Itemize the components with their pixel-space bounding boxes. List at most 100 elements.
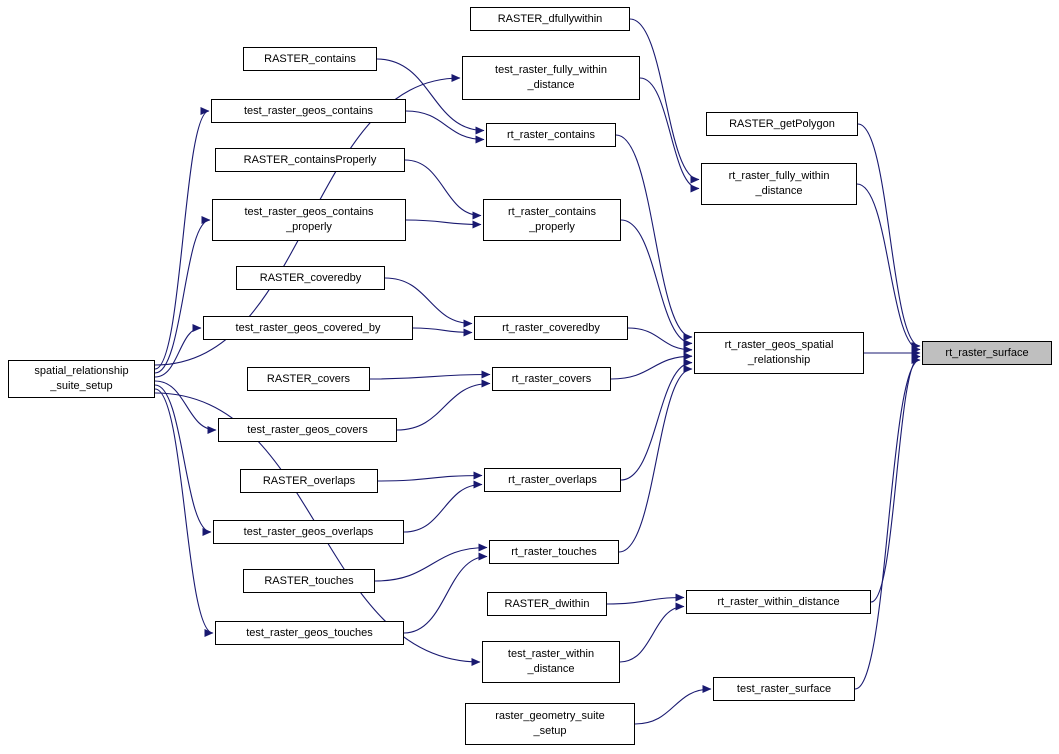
node-rt_raster_overlaps[interactable]: rt_raster_overlaps: [484, 468, 621, 492]
edge-spatial_relationship_suite_setup-to-test_raster_geos_contains: [154, 107, 210, 370]
node-raster_geometry_suite_setup[interactable]: raster_geometry_suite _setup: [465, 703, 635, 745]
edge-RASTER_dwithin-to-rt_raster_within_distance: [606, 593, 685, 605]
node-RASTER_getPolygon[interactable]: RASTER_getPolygon: [706, 112, 858, 136]
edge-test_raster_geos_contains-to-rt_raster_contains: [405, 110, 485, 144]
node-label-line: RASTER_contains: [264, 52, 356, 65]
node-rt_raster_fully_within_distance[interactable]: rt_raster_fully_within _distance: [701, 163, 857, 205]
edge-RASTER_containsProperly-to-rt_raster_contains_properly: [404, 159, 482, 220]
node-label-line: RASTER_touches: [264, 574, 354, 587]
node-RASTER_dwithin[interactable]: RASTER_dwithin: [487, 592, 607, 616]
node-label-line: RASTER_coveredby: [259, 271, 362, 284]
node-label-line: test_raster_geos_covered_by: [235, 321, 381, 334]
edge-rt_raster_fully_within_distance-to-rt_raster_surface: [856, 183, 921, 354]
edge-test_raster_geos_touches-to-rt_raster_touches: [403, 552, 488, 634]
node-label-line: _suite_setup: [50, 380, 113, 392]
node-label-line: test_raster_fully_within: [495, 64, 607, 77]
node-rt_raster_contains_properly[interactable]: rt_raster_contains _properly: [483, 199, 621, 241]
node-rt_raster_geos_spatial_relationship[interactable]: rt_raster_geos_spatial _relationship: [694, 332, 864, 374]
node-label-line: test_raster_geos_contains: [243, 104, 374, 117]
node-test_raster_geos_contains[interactable]: test_raster_geos_contains: [211, 99, 406, 123]
node-label-line: RASTER_containsProperly: [243, 153, 377, 166]
node-test_raster_geos_covers[interactable]: test_raster_geos_covers: [218, 418, 397, 442]
node-RASTER_coveredby[interactable]: RASTER_coveredby: [236, 266, 385, 290]
node-test_raster_within_distance[interactable]: test_raster_within _distance: [482, 641, 620, 683]
node-rt_raster_touches[interactable]: rt_raster_touches: [489, 540, 619, 564]
node-label-line: rt_raster_touches: [511, 545, 597, 558]
node-label-line: rt_raster_contains: [506, 128, 596, 141]
edge-test_raster_surface-to-rt_raster_surface: [854, 356, 921, 690]
node-RASTER_containsProperly[interactable]: RASTER_containsProperly: [215, 148, 405, 172]
node-test_raster_geos_touches[interactable]: test_raster_geos_touches: [215, 621, 404, 645]
node-test_raster_surface[interactable]: test_raster_surface: [713, 677, 855, 701]
node-label-line: test_raster_geos_covers: [247, 423, 368, 436]
node-label-line: test_raster_surface: [736, 682, 832, 695]
edge-rt_raster_covers-to-rt_raster_geos_spatial_relationship: [610, 352, 693, 380]
edge-raster_geometry_suite_setup-to-test_raster_surface: [634, 685, 712, 725]
node-label-line: rt_raster_contains: [507, 206, 597, 219]
node-label-line: RASTER_covers: [266, 372, 351, 385]
node-rt_raster_coveredby[interactable]: rt_raster_coveredby: [474, 316, 628, 340]
edge-test_raster_geos_covered_by-to-rt_raster_coveredby: [412, 327, 473, 337]
node-label-line: test_raster_within: [507, 648, 595, 661]
node-test_raster_geos_covered_by[interactable]: test_raster_geos_covered_by: [203, 316, 413, 340]
edge-rt_raster_contains_properly-to-rt_raster_geos_spatial_relationship: [620, 219, 693, 348]
edge-spatial_relationship_suite_setup-to-test_raster_geos_touches: [154, 388, 214, 637]
node-label-line: test_raster_geos_contains: [244, 206, 374, 219]
edge-rt_raster_coveredby-to-rt_raster_geos_spatial_relationship: [627, 327, 693, 354]
edge-test_raster_geos_covers-to-rt_raster_covers: [396, 379, 491, 431]
edge-RASTER_getPolygon-to-rt_raster_surface: [857, 123, 921, 350]
node-test_raster_geos_overlaps[interactable]: test_raster_geos_overlaps: [213, 520, 404, 544]
node-RASTER_covers[interactable]: RASTER_covers: [247, 367, 370, 391]
node-label-line: spatial_relationship: [34, 365, 129, 378]
edge-spatial_relationship_suite_setup-to-test_raster_geos_overlaps: [154, 384, 212, 536]
edge-RASTER_touches-to-rt_raster_touches: [374, 543, 488, 582]
node-spatial_relationship_suite_setup[interactable]: spatial_relationship _suite_setup: [8, 360, 155, 398]
node-label-line: rt_raster_geos_spatial: [724, 339, 834, 352]
node-label-line: _distance: [527, 663, 575, 675]
edge-RASTER_covers-to-rt_raster_covers: [369, 370, 491, 380]
edge-test_raster_geos_contains_properly-to-rt_raster_contains_properly: [405, 219, 482, 229]
edge-test_raster_geos_overlaps-to-rt_raster_overlaps: [403, 480, 483, 533]
edge-rt_raster_touches-to-rt_raster_geos_spatial_relationship: [618, 365, 693, 553]
edge-spatial_relationship_suite_setup-to-test_raster_geos_covered_by: [154, 324, 202, 378]
node-label-line: _relationship: [747, 354, 811, 366]
node-label-line: _properly: [286, 221, 332, 233]
node-label-line: rt_raster_within_distance: [717, 595, 840, 608]
edge-rt_raster_within_distance-to-rt_raster_surface: [870, 352, 921, 603]
node-label-line: rt_raster_coveredby: [502, 321, 600, 334]
node-label-line: rt_raster_surface: [945, 346, 1029, 359]
node-RASTER_touches[interactable]: RASTER_touches: [243, 569, 375, 593]
edge-test_raster_fully_within_distance-to-rt_raster_fully_within_distance: [639, 77, 700, 193]
node-test_raster_fully_within_distance[interactable]: test_raster_fully_within _distance: [462, 56, 640, 100]
edge-rt_raster_overlaps-to-rt_raster_geos_spatial_relationship: [620, 358, 693, 481]
edge-rt_raster_contains-to-rt_raster_geos_spatial_relationship: [615, 134, 693, 341]
node-label-line: _setup: [533, 725, 567, 737]
node-label-line: raster_geometry_suite: [495, 710, 605, 723]
node-rt_raster_within_distance[interactable]: rt_raster_within_distance: [686, 590, 871, 614]
edge-RASTER_dfullywithin-to-rt_raster_fully_within_distance: [629, 18, 700, 184]
node-RASTER_dfullywithin[interactable]: RASTER_dfullywithin: [470, 7, 630, 31]
edge-RASTER_overlaps-to-rt_raster_overlaps: [377, 471, 483, 482]
node-RASTER_contains[interactable]: RASTER_contains: [243, 47, 377, 71]
node-label-line: rt_raster_overlaps: [508, 473, 597, 486]
node-test_raster_geos_contains_properly[interactable]: test_raster_geos_contains _properly: [212, 199, 406, 241]
node-label-line: _distance: [527, 79, 575, 91]
node-label-line: _distance: [755, 185, 803, 197]
node-label-line: test_raster_geos_overlaps: [243, 525, 374, 538]
node-rt_raster_surface[interactable]: rt_raster_surface: [922, 341, 1052, 365]
node-RASTER_overlaps[interactable]: RASTER_overlaps: [240, 469, 378, 493]
edge-test_raster_within_distance-to-rt_raster_within_distance: [619, 602, 685, 663]
node-rt_raster_covers[interactable]: rt_raster_covers: [492, 367, 611, 391]
edge-RASTER_contains-to-rt_raster_contains: [376, 58, 485, 135]
node-label-line: rt_raster_fully_within: [728, 170, 830, 183]
node-label-line: RASTER_getPolygon: [729, 117, 835, 130]
edge-spatial_relationship_suite_setup-to-test_raster_geos_covers: [154, 380, 217, 434]
node-label-line: RASTER_overlaps: [262, 474, 356, 487]
edge-spatial_relationship_suite_setup-to-test_raster_geos_contains_properly: [154, 216, 211, 374]
edge-RASTER_coveredby-to-rt_raster_coveredby: [384, 277, 473, 328]
node-label-line: _properly: [529, 221, 575, 233]
node-label-line: test_raster_geos_touches: [246, 626, 373, 639]
node-rt_raster_contains[interactable]: rt_raster_contains: [486, 123, 616, 147]
